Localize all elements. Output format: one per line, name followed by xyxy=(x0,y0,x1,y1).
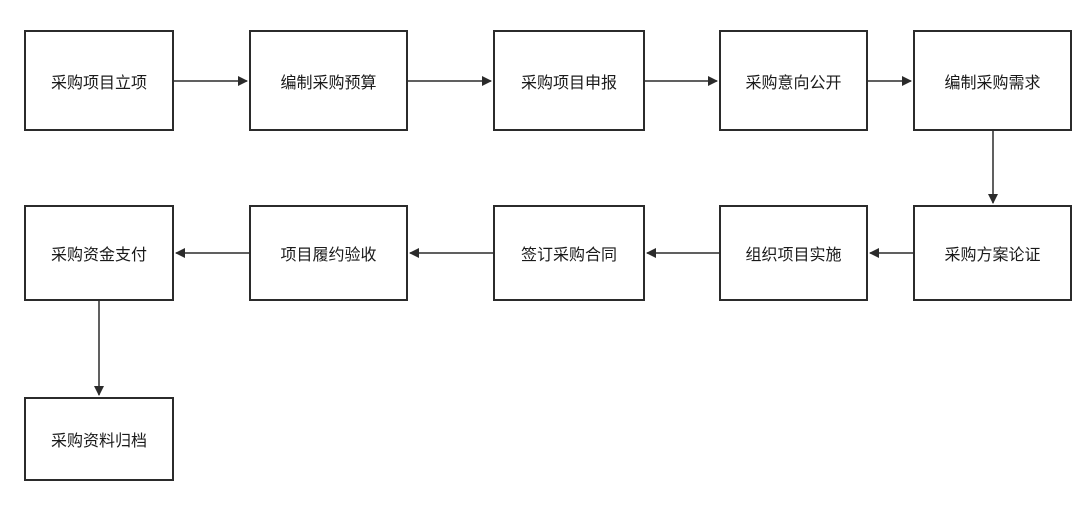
node-budget-preparation: 编制采购预算 xyxy=(249,30,408,131)
node-project-implementation: 组织项目实施 xyxy=(719,205,868,301)
node-acceptance: 项目履约验收 xyxy=(249,205,408,301)
node-project-initiation: 采购项目立项 xyxy=(24,30,174,131)
node-project-declaration: 采购项目申报 xyxy=(493,30,645,131)
node-contract-signing: 签订采购合同 xyxy=(493,205,645,301)
node-plan-demonstration: 采购方案论证 xyxy=(913,205,1072,301)
node-fund-payment: 采购资金支付 xyxy=(24,205,174,301)
node-intention-disclosure: 采购意向公开 xyxy=(719,30,868,131)
node-requirement-preparation: 编制采购需求 xyxy=(913,30,1072,131)
node-document-archiving: 采购资料归档 xyxy=(24,397,174,481)
